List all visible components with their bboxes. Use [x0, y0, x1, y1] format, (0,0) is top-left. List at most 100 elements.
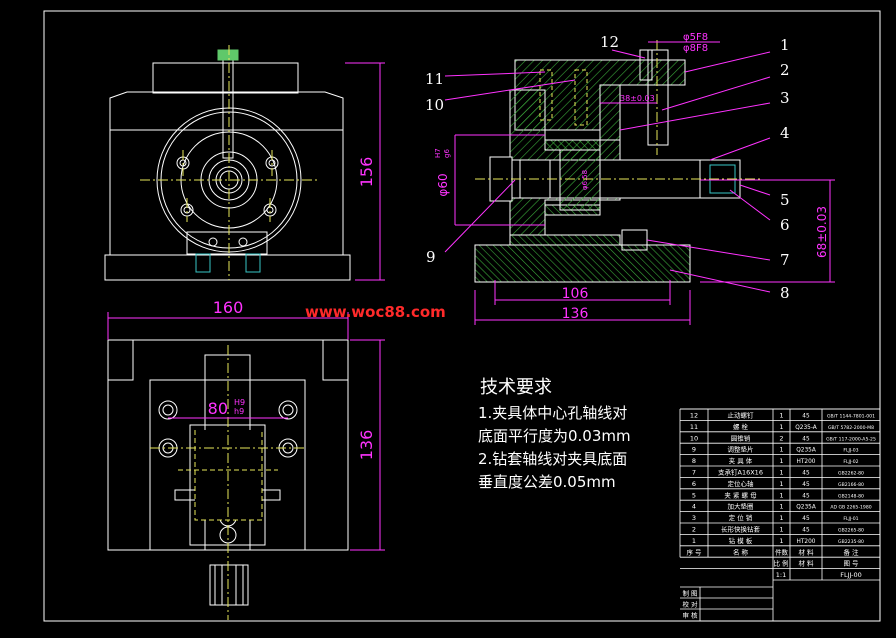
side-base-inner-label: 106 [562, 286, 589, 302]
bom-row-remark: GB2166-80 [838, 482, 864, 488]
bom-header-no: 序 号 [686, 547, 702, 556]
title-drawing-no-label: 图 号 [843, 560, 859, 568]
balloon-3: 3 [780, 89, 790, 107]
top-height-label: 136 [357, 430, 376, 461]
bom-header-qty: 件数 [775, 547, 789, 556]
bom-row-no: 9 [692, 446, 696, 454]
balloon-6: 6 [780, 216, 790, 234]
bom-row-name: 圆锥销 [731, 433, 751, 442]
bom-row-qty: 1 [779, 423, 783, 431]
side-f1-label: φ5F8 [683, 32, 708, 43]
tech-line-1: 1.夹具体中心孔轴线对 [478, 404, 627, 422]
side-offset-label: 38±0.03 [620, 94, 655, 103]
side-dia-label: φ60 [436, 173, 450, 196]
tech-line-2: 底面平行度为0.03mm [478, 427, 631, 445]
bom-header-name: 名 称 [733, 547, 749, 556]
title-scale-value: 1:1 [776, 571, 786, 579]
bom-row-name: 螺 栓 [733, 422, 749, 431]
bom-row-remark: GB2265-80 [838, 528, 864, 534]
bom-header-material: 材 料 [798, 547, 814, 556]
bom-row-remark: FLJJ-02 [843, 459, 858, 465]
bom-row-qty: 1 [779, 457, 783, 465]
title-check-label: 校 对 [682, 600, 698, 609]
bom-row-qty: 1 [779, 503, 783, 511]
bom-row-name: 加大垫圈 [728, 502, 754, 511]
bom-row-qty: 1 [779, 537, 783, 545]
top-bolt-tol-upper: H9 [234, 398, 245, 407]
top-bolt-label: 80 [208, 399, 228, 418]
bom-row-remark: FLJJ-03 [843, 448, 858, 454]
side-inner-label: φ6.58 [581, 170, 589, 190]
bom-row-name: 长形快换钻套 [721, 525, 761, 534]
bom-row-qty: 1 [779, 412, 783, 420]
front-centerlines [140, 45, 320, 280]
title-draw-label: 制 图 [682, 589, 697, 598]
top-bolt-tol-lower: h9 [234, 407, 244, 416]
bom-row-remark: GB2262-80 [838, 471, 864, 477]
bom-row-material: 45 [802, 436, 810, 442]
side-base-outer-label: 136 [562, 306, 589, 322]
bom-row-qty: 1 [779, 526, 783, 534]
bom-row-name: 夹 具 体 [729, 456, 753, 465]
bom-row-no: 8 [692, 457, 696, 465]
title-drawing-no-value: FLJJ-00 [840, 571, 862, 579]
bom-row-qty: 1 [779, 446, 783, 454]
bom-row-no: 4 [692, 503, 696, 511]
front-height-dimension [345, 62, 385, 281]
balloon-1: 1 [780, 36, 790, 54]
bom-row-remark: GB/T 5782-2000-M8 [828, 425, 874, 431]
balloon-7: 7 [780, 251, 790, 269]
bom-row-material: Q235A [796, 448, 816, 454]
side-section-view [474, 49, 741, 283]
bom-row-material: 45 [802, 471, 810, 477]
bom-row-no: 7 [692, 469, 696, 477]
side-height-label: 68±0.03 [815, 206, 829, 258]
top-width-label: 160 [213, 298, 244, 317]
top-dimensions [107, 312, 385, 551]
bom-row-material: HT200 [797, 459, 816, 465]
bom-row-remark: FLJJ-01 [843, 516, 858, 522]
top-hidden-lines [150, 345, 305, 620]
bom-row-name: 夹 紧 螺 母 [724, 490, 757, 499]
side-hidden [475, 40, 760, 180]
bom-row-material: 45 [802, 516, 810, 522]
bom-row-qty: 1 [779, 491, 783, 499]
balloon-2: 2 [780, 61, 790, 79]
bom-row-no: 10 [690, 434, 698, 442]
front-view [104, 49, 351, 281]
bom-row-name: 止动螺钉 [728, 411, 755, 420]
balloon-9: 9 [426, 248, 436, 266]
tech-line-3: 2.钻套轴线对夹具底面 [478, 450, 627, 468]
bom-row-material: 45 [802, 414, 810, 420]
bom-row-no: 3 [692, 514, 696, 522]
bom-row-no: 6 [692, 480, 696, 488]
balloon-numbers: 1 2 3 4 5 6 7 8 9 10 11 12 [425, 33, 790, 302]
balloon-10: 10 [425, 96, 444, 114]
bom-row-remark: GB2148-80 [838, 493, 864, 499]
sheet-border [43, 10, 881, 622]
balloon-leaders [444, 49, 771, 293]
tech-title: 技术要求 [480, 377, 552, 398]
bom-row-name: 定 位 销 [729, 513, 753, 522]
bom-row-name: 定位心轴 [728, 479, 755, 488]
title-material-label: 材 料 [798, 559, 814, 568]
bom-row-name: 调整垫片 [728, 445, 754, 454]
title-scale-label: 比 例 [773, 559, 788, 568]
front-height-label: 156 [357, 157, 376, 188]
bom-header-remark: 备 注 [843, 547, 859, 556]
balloon-11: 11 [425, 70, 444, 88]
watermark: www.woc88.com [305, 303, 446, 321]
bom-row-qty: 1 [779, 480, 783, 488]
bom-row-name: 支承钉A16X16 [718, 468, 763, 477]
bom-row-no: 5 [692, 491, 696, 499]
bom-row-no: 12 [690, 412, 698, 420]
bom-row-remark: AD GB 2265-1980 [830, 505, 871, 511]
side-dia-tol-lower: g6 [443, 149, 451, 158]
bom-row-qty: 2 [779, 434, 783, 442]
side-f2-label: φ8F8 [683, 43, 708, 54]
title-audit-label: 审 核 [682, 611, 698, 620]
balloon-4: 4 [780, 124, 790, 142]
bom-row-no: 2 [692, 526, 696, 534]
